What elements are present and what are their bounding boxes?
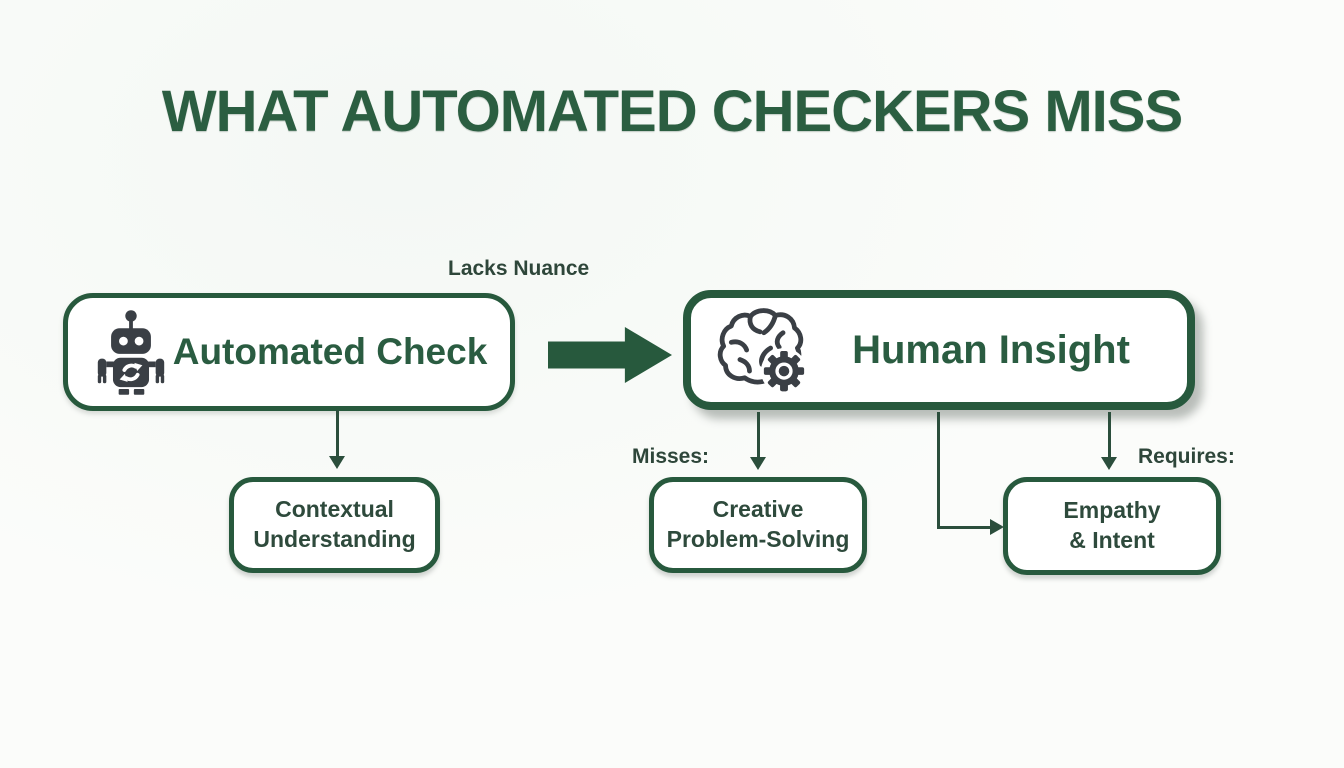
arrow-down-icon xyxy=(1101,457,1117,470)
human-insight-label: Human Insight xyxy=(852,327,1130,372)
contextual-line2: Understanding xyxy=(253,526,416,552)
connector-human-to-creative xyxy=(757,412,760,458)
flow-arrow-icon xyxy=(548,327,672,383)
misses-label: Misses: xyxy=(632,445,710,468)
empathy-line2: & Intent xyxy=(1069,527,1155,553)
arrow-down-icon xyxy=(329,456,345,469)
connector-automated-to-contextual xyxy=(336,410,339,457)
creative-line2: Problem-Solving xyxy=(666,526,850,552)
lacks-nuance-label: Lacks Nuance xyxy=(448,257,590,280)
node-automated-check: Automated Check xyxy=(63,293,515,411)
node-creative-problem-solving: Creative Problem-Solving xyxy=(649,477,867,573)
contextual-line1: Contextual xyxy=(275,496,394,523)
arrow-right-icon xyxy=(990,519,1004,535)
page-title: WHAT AUTOMATED CHECKERS MISS xyxy=(161,79,1183,144)
requires-label: Requires: xyxy=(1138,445,1235,468)
empathy-line1: Empathy xyxy=(1063,497,1161,524)
robot-icon xyxy=(94,309,168,395)
automated-check-label: Automated Check xyxy=(172,331,488,372)
connector-human-to-empathy-down xyxy=(1108,412,1111,458)
node-human-insight: Human Insight xyxy=(683,290,1195,410)
creative-line1: Creative xyxy=(712,496,804,523)
node-empathy-intent: Empathy & Intent xyxy=(1003,477,1221,575)
connector-human-to-empathy-vertical xyxy=(937,412,940,529)
arrow-down-icon xyxy=(750,457,766,470)
node-contextual-understanding: Contextual Understanding xyxy=(229,477,440,573)
connector-human-to-empathy-horizontal xyxy=(937,526,993,529)
brain-gear-icon xyxy=(711,304,811,396)
